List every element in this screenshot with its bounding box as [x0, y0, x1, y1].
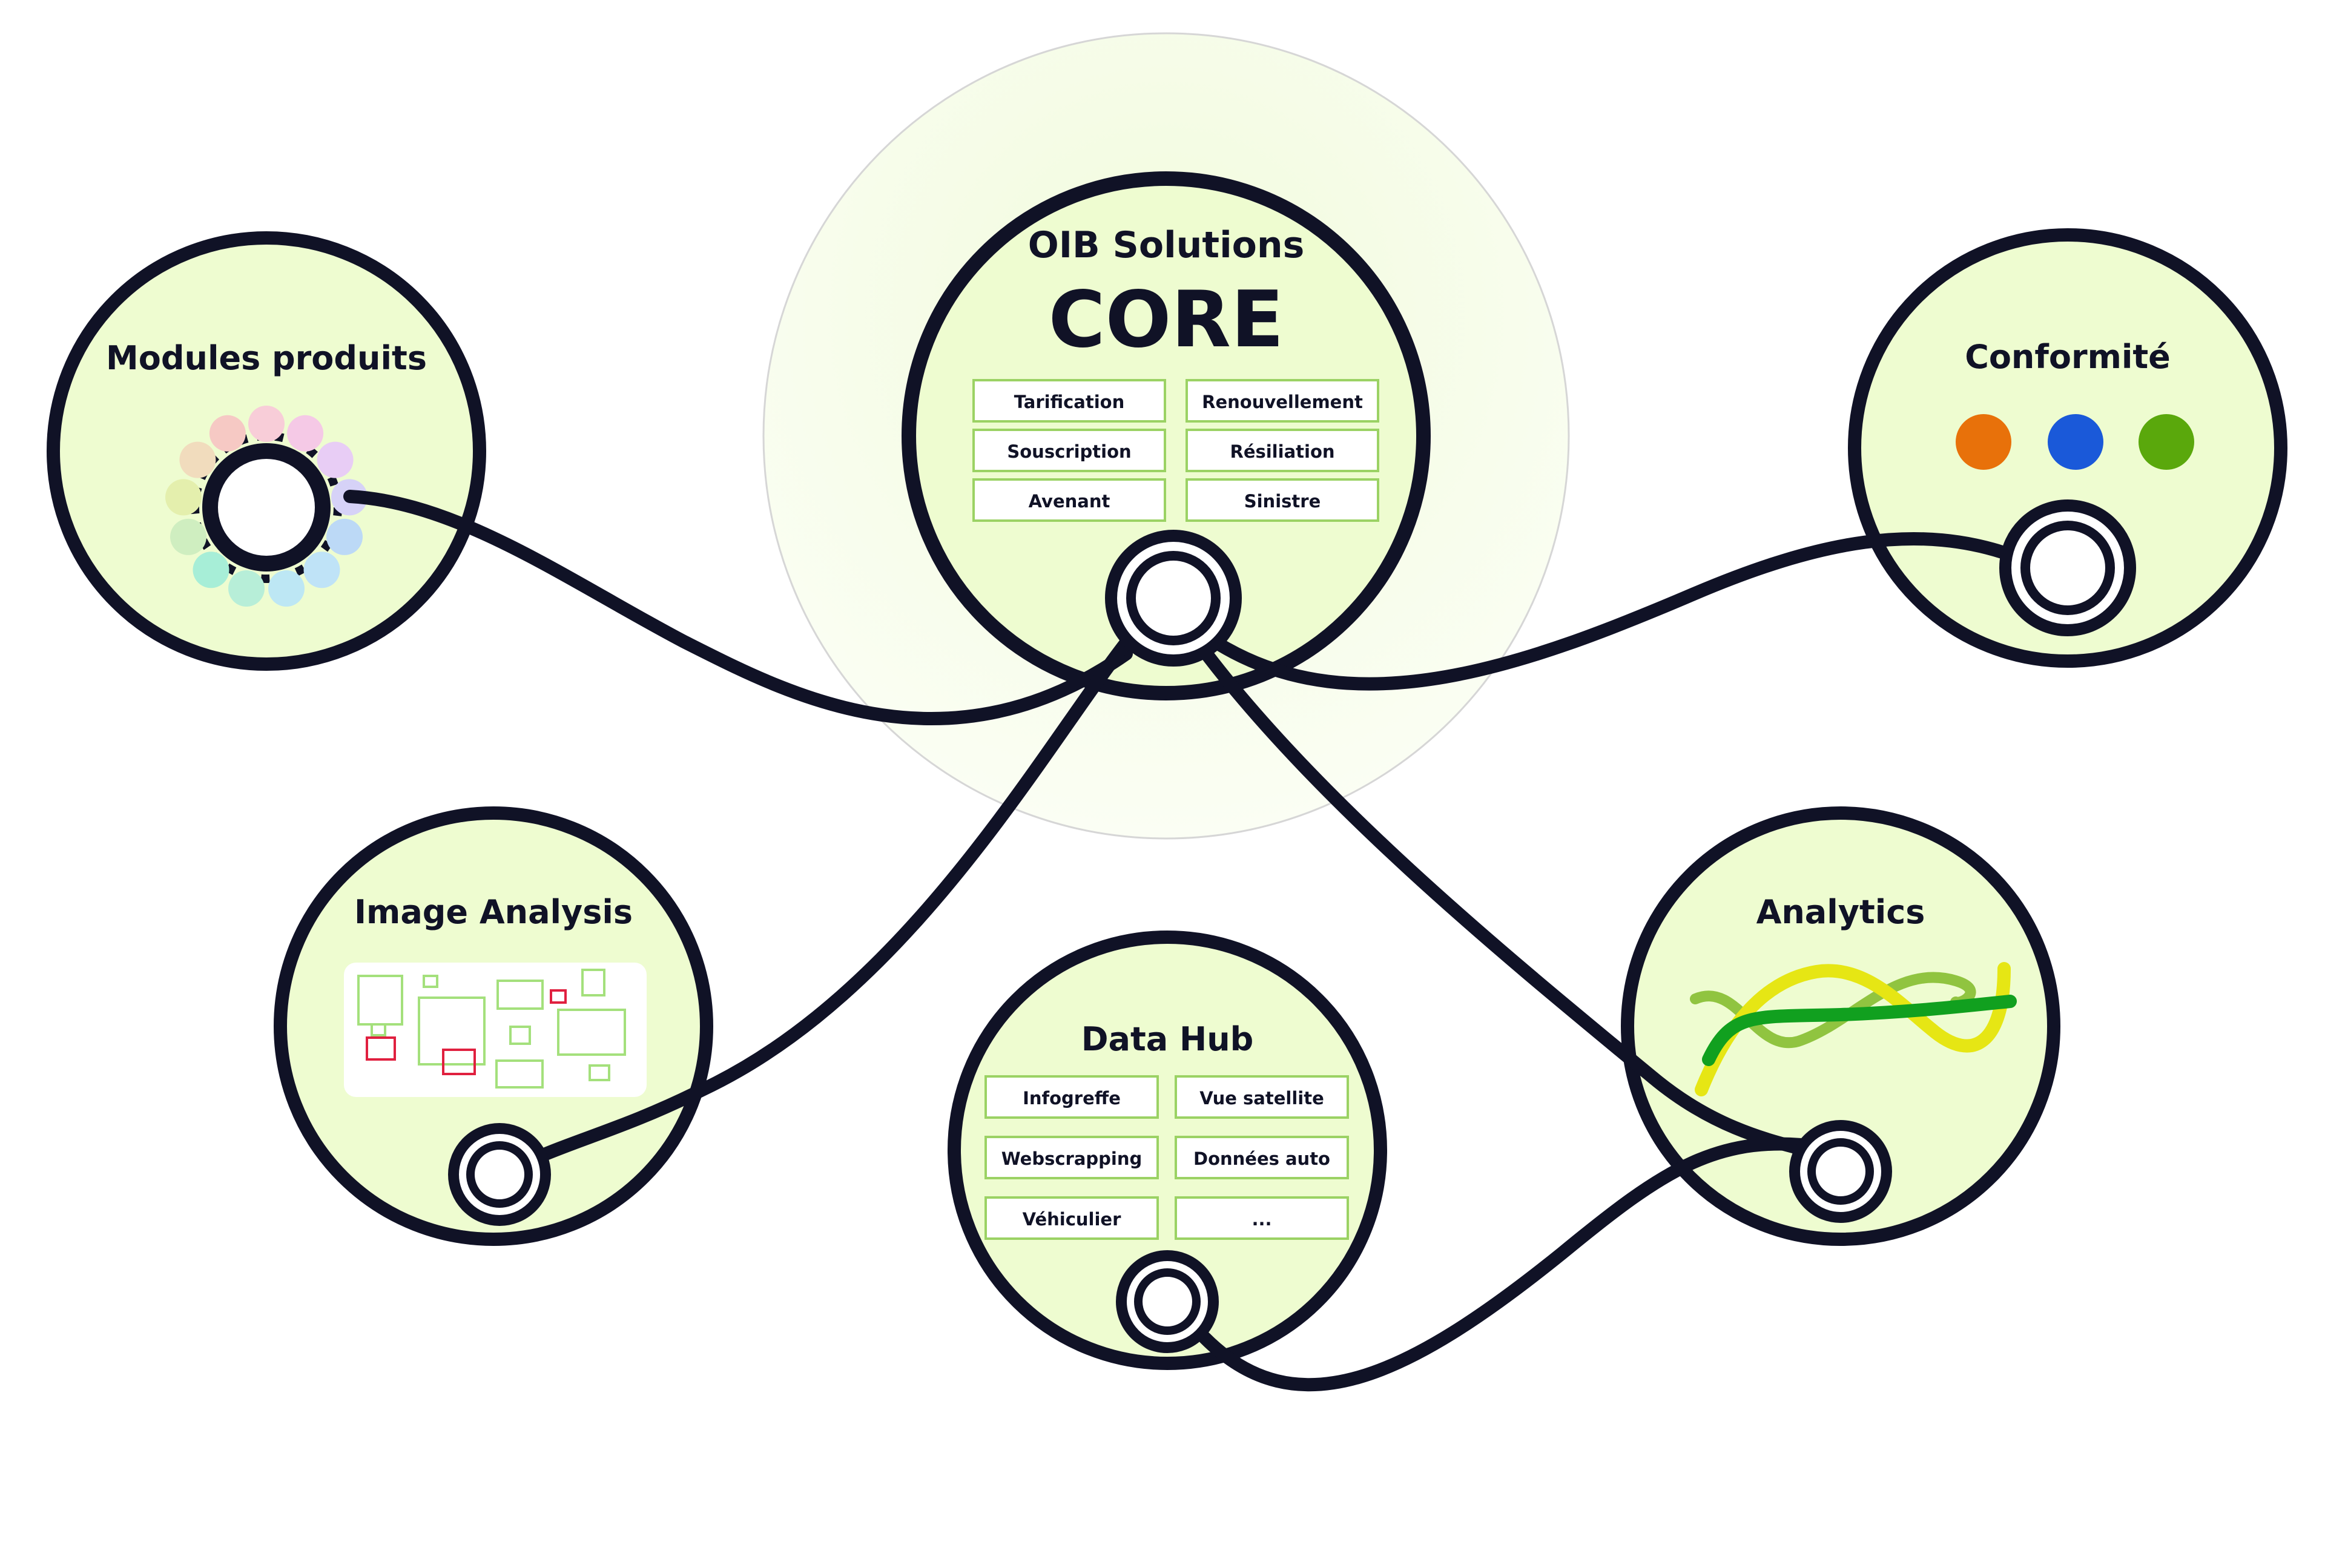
analytics-curve-green [1702, 995, 2017, 1066]
connectors [343, 490, 2023, 1392]
data-hub-item-infogreffe[interactable] [984, 1075, 1159, 1119]
module-dot [209, 415, 246, 452]
module-dot [326, 518, 363, 555]
conformite-status-dot [2139, 414, 2194, 470]
module-dot [179, 441, 216, 478]
core-port[interactable] [1105, 530, 1242, 667]
data-hub-item-label: Infogreffe [1023, 1088, 1121, 1108]
ports [202, 443, 2136, 1353]
core-item-renouvellement[interactable] [1186, 379, 1379, 423]
module-dot [303, 552, 340, 588]
data-hub-item-label: Données auto [1193, 1148, 1330, 1169]
connector-core-conformite [1213, 532, 2023, 691]
data-hub-item-vehiculier[interactable] [984, 1196, 1159, 1240]
conformite-dots [1956, 414, 2194, 470]
core-item-tarification[interactable] [972, 379, 1166, 423]
core-items-grid: Tarification Renouvellement Souscription… [972, 379, 1379, 522]
data-hub-item-donnees-auto[interactable] [1175, 1136, 1349, 1179]
analytics-title: Analytics [1756, 893, 1925, 931]
data-hub-item-label: Vue satellite [1199, 1088, 1324, 1108]
core-headline: CORE [1049, 275, 1284, 365]
data-hub-item-webscrapping[interactable] [984, 1136, 1159, 1179]
core-item-sinistre[interactable] [1186, 478, 1379, 522]
data-hub-items-grid: Infogreffe Vue satellite Webscrapping Do… [984, 1075, 1349, 1240]
connector-data-hub-analytics [1198, 1137, 1829, 1392]
core-item-label: Sinistre [1244, 491, 1321, 512]
connector-core-image-analysis [526, 632, 1136, 1166]
core-item-label: Souscription [1007, 441, 1131, 462]
module-dot [193, 552, 229, 588]
conformite-port[interactable] [1999, 499, 2136, 636]
conformite-status-dot [2048, 414, 2103, 470]
data-hub-title: Data Hub [1081, 1020, 1254, 1058]
image-analysis-port[interactable] [448, 1123, 551, 1226]
modules-title: Modules produits [106, 339, 427, 377]
analytics-port[interactable] [1789, 1120, 1892, 1223]
conformite-title: Conformité [1965, 338, 2171, 376]
highlight-boxes [366, 989, 567, 1075]
analytics-curves [1690, 962, 2017, 1096]
module-dot [170, 518, 206, 555]
module-dot [165, 479, 202, 516]
modules-port[interactable] [202, 443, 331, 572]
module-dot [248, 406, 285, 442]
data-hub-item-label: ... [1252, 1209, 1271, 1230]
core-item-label: Avenant [1029, 491, 1110, 512]
module-dot [287, 415, 324, 452]
core-item-label: Tarification [1014, 392, 1124, 412]
connector-modules-core [343, 490, 1133, 725]
image-analysis-thumbnail [344, 963, 647, 1097]
data-hub-item-more[interactable] [1175, 1196, 1349, 1240]
modules-dot-ring [165, 406, 368, 607]
conformite-status-dot [1956, 414, 2011, 470]
module-dot [228, 570, 265, 607]
data-hub-item-label: Véhiculier [1023, 1209, 1121, 1230]
core-item-label: Résiliation [1230, 441, 1334, 462]
module-dot [317, 441, 354, 478]
image-analysis-title: Image Analysis [354, 893, 633, 931]
data-hub-item-label: Webscrapping [1001, 1148, 1143, 1169]
core-item-label: Renouvellement [1202, 392, 1363, 412]
detection-boxes [357, 969, 626, 1089]
module-dot [268, 570, 305, 607]
core-item-resiliation[interactable] [1186, 429, 1379, 472]
core-subtitle: OIB Solutions [1028, 224, 1305, 266]
data-hub-node[interactable] [948, 931, 1387, 1370]
data-hub-port[interactable] [1116, 1250, 1219, 1353]
core-item-avenant[interactable] [972, 478, 1166, 522]
data-hub-item-vue-satellite[interactable] [1175, 1075, 1349, 1119]
core-item-souscription[interactable] [972, 429, 1166, 472]
